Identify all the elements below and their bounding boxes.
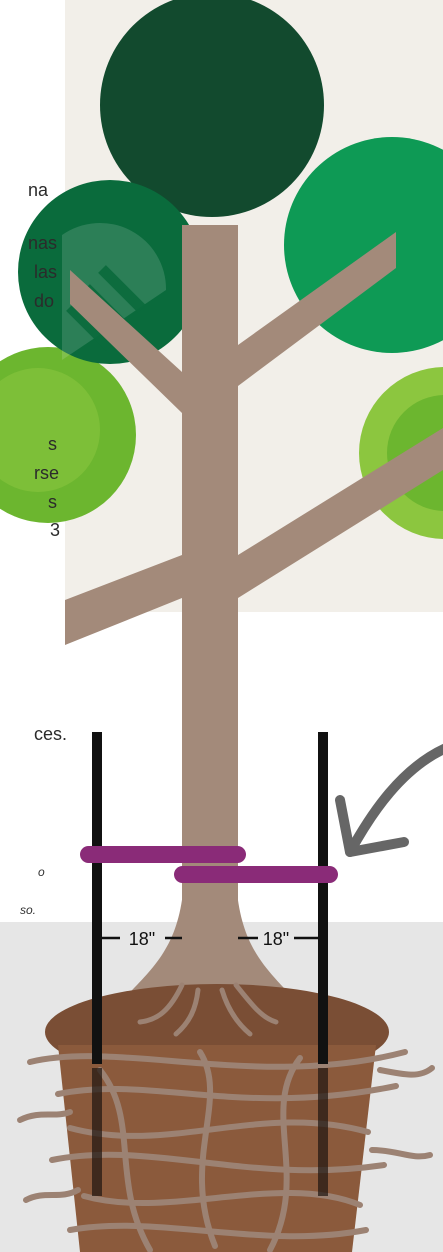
italic-fragment-1: o xyxy=(38,864,45,880)
text-fragment-1: na xyxy=(28,178,48,202)
stake-left xyxy=(92,732,102,1064)
measurement-left: 18" xyxy=(129,929,155,949)
callout-arrow-icon xyxy=(340,748,443,852)
tie-right xyxy=(174,866,338,883)
stake-right-buried xyxy=(318,1068,328,1196)
text-fragment-4: do xyxy=(34,289,54,313)
italic-fragment-2: so. xyxy=(20,902,36,918)
tie-left xyxy=(80,846,246,863)
text-fragment-2: nas xyxy=(28,231,57,255)
text-fragment-3: las xyxy=(34,260,57,284)
text-fragment-6: rse xyxy=(34,461,59,485)
text-fragment-9: ces. xyxy=(34,722,67,746)
stake-left-buried xyxy=(92,1068,102,1196)
stake-right xyxy=(318,732,328,1064)
text-fragment-8: 3 xyxy=(50,518,60,542)
text-fragment-5: s xyxy=(48,432,57,456)
measurement-right: 18" xyxy=(263,929,289,949)
text-fragment-7: s xyxy=(48,490,57,514)
